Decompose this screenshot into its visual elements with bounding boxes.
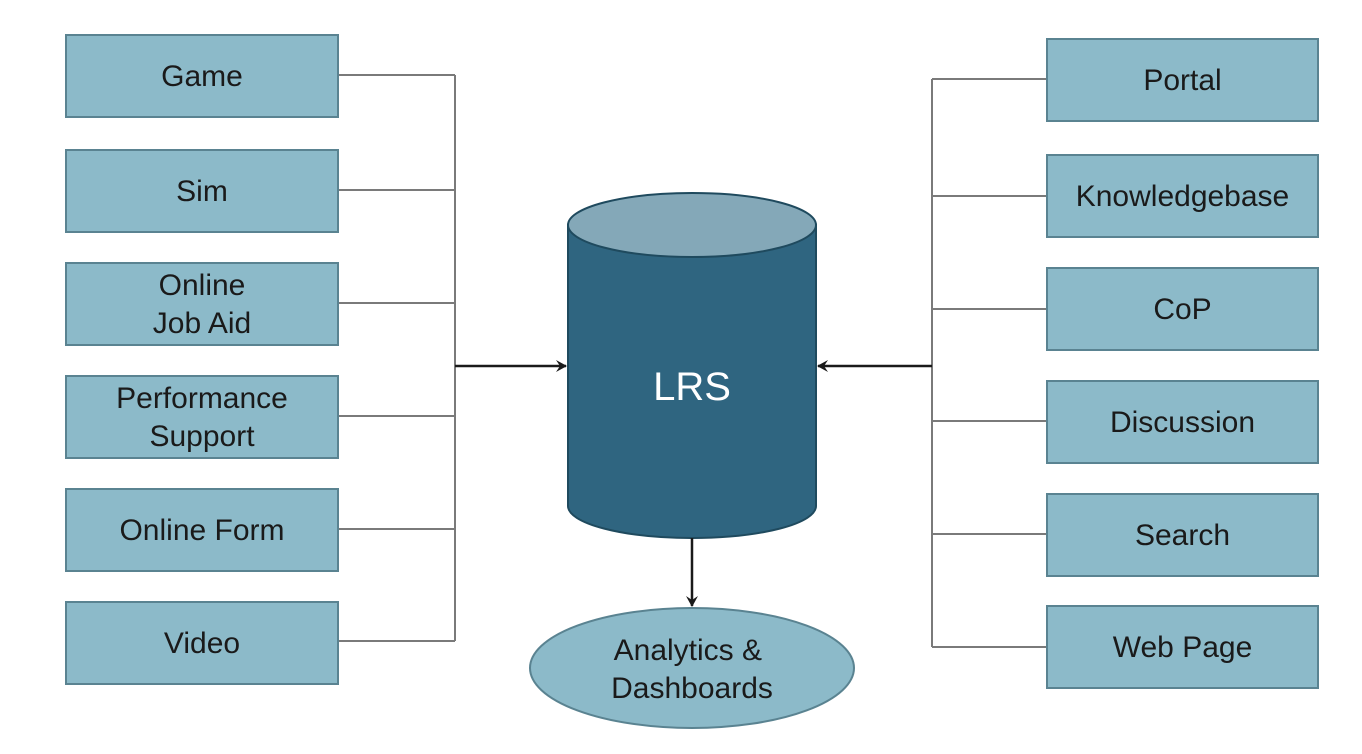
left-source-label: Online Form <box>119 514 284 547</box>
right-source-label-line: Web Page <box>1113 631 1253 664</box>
right-source-portal: Portal <box>1046 38 1319 122</box>
left-source-label-line: Online Form <box>119 514 284 547</box>
left-source-box <box>65 149 339 233</box>
right-source-label-line: Discussion <box>1110 406 1255 439</box>
left-source-label-line: Video <box>164 627 240 660</box>
right-source-box <box>1046 605 1319 689</box>
left-source-video: Video <box>65 601 339 685</box>
right-source-label: Search <box>1135 519 1230 552</box>
right-source-label: Discussion <box>1110 406 1255 439</box>
right-source-cop: CoP <box>1046 267 1319 351</box>
analytics-label: Analytics & Dashboards <box>611 634 773 705</box>
left-source-box <box>65 262 339 346</box>
left-source-game: Game <box>65 34 339 118</box>
left-source-label: Sim <box>176 175 228 208</box>
right-source-label-line: CoP <box>1153 293 1211 326</box>
left-source-box <box>65 34 339 118</box>
analytics-dashboards-node: Analytics & Dashboards <box>529 607 855 729</box>
left-source-label-line: Game <box>161 60 243 93</box>
right-source-label-line: Knowledgebase <box>1076 180 1290 213</box>
cylinder-top <box>567 192 817 258</box>
right-source-label: Portal <box>1143 64 1221 97</box>
left-source-online-form: Online Form <box>65 488 339 572</box>
right-connector-lines <box>931 78 1047 648</box>
right-source-label: CoP <box>1153 293 1211 326</box>
left-source-label-line: Performance <box>116 382 288 415</box>
left-source-label-line: Online <box>159 269 246 302</box>
right-source-label: Knowledgebase <box>1076 180 1290 213</box>
left-source-label-line: Job Aid <box>153 307 251 340</box>
left-source-label: Video <box>164 627 240 660</box>
right-source-knowledgebase: Knowledgebase <box>1046 154 1319 238</box>
left-connector-lines <box>338 74 456 642</box>
right-source-label-line: Search <box>1135 519 1230 552</box>
right-source-label-line: Portal <box>1143 64 1221 97</box>
left-source-sim: Sim <box>65 149 339 233</box>
lrs-label: LRS <box>653 365 731 409</box>
left-source-box <box>65 375 339 459</box>
left-source-box <box>65 488 339 572</box>
right-source-discussion: Discussion <box>1046 380 1319 464</box>
right-source-search: Search <box>1046 493 1319 577</box>
cylinder-body <box>567 224 817 539</box>
right-source-box <box>1046 154 1319 238</box>
left-source-label-line: Sim <box>176 175 228 208</box>
lrs-database-cylinder: LRS <box>567 192 817 539</box>
left-source-label-line: Support <box>149 420 255 453</box>
right-source-box <box>1046 38 1319 122</box>
right-source-box <box>1046 380 1319 464</box>
analytics-ellipse <box>529 607 855 729</box>
left-source-box <box>65 601 339 685</box>
right-source-box <box>1046 493 1319 577</box>
right-source-web-page: Web Page <box>1046 605 1319 689</box>
left-source-label: Game <box>161 60 243 93</box>
right-source-label: Web Page <box>1113 631 1253 664</box>
right-source-box <box>1046 267 1319 351</box>
